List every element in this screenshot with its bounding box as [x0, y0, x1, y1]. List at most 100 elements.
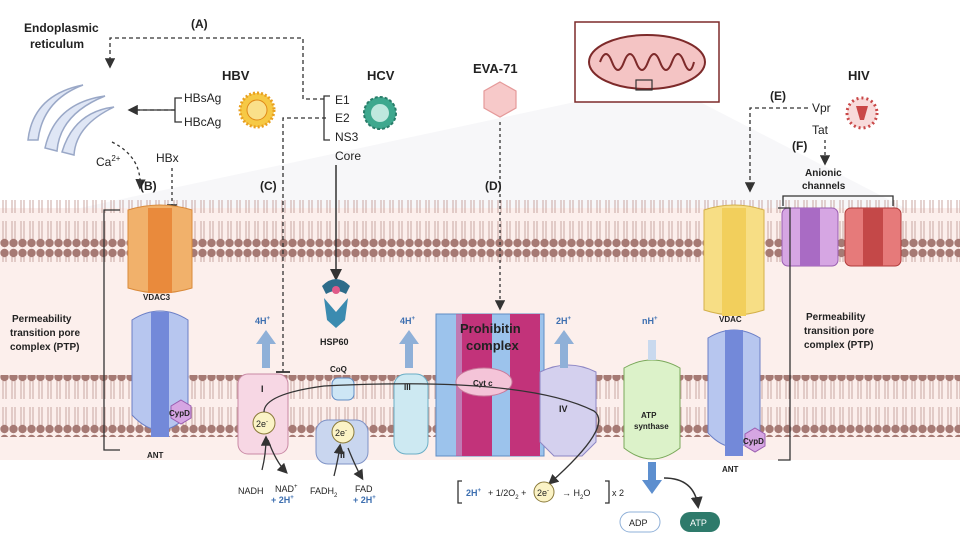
ptp-right-bracket [778, 207, 791, 461]
cypd-right-icon [744, 427, 766, 453]
ant-right-label: ANT [722, 465, 739, 474]
coq-shape [331, 377, 355, 401]
hbcag-label: HBcAg [184, 115, 221, 129]
er-label-line2: reticulum [30, 37, 84, 51]
fad-2h-label: + 2H+ [353, 495, 376, 505]
hbv-name: HBV [222, 68, 250, 83]
vdac-channel [703, 204, 765, 316]
adp-pill [619, 511, 661, 533]
ant-right-channel [707, 329, 761, 456]
nadh-arrow [260, 435, 272, 471]
anionic-channel-red [844, 207, 902, 267]
eq-o2: + 1/2O2 + [488, 488, 526, 501]
anionic-label-line1: Anionic [805, 168, 842, 179]
atp-synthase-line2: synthase [634, 422, 669, 431]
ns3-label: NS3 [335, 130, 359, 144]
prohibitin-label-line2: complex [466, 338, 520, 353]
pathway-e-arrow [744, 107, 808, 193]
electron-i-label: 2e- [256, 419, 268, 429]
proton-label-iv: 2H+ [556, 316, 572, 326]
pathway-e-label: (E) [770, 89, 786, 103]
eq-2h: 2H+ [466, 488, 482, 498]
endoplasmic-reticulum-icon [27, 84, 115, 156]
vpr-label: Vpr [812, 101, 831, 115]
complex-iii [393, 373, 429, 455]
cristae-icon [599, 53, 695, 71]
hsp60-protein [322, 279, 350, 328]
proton-inflow-top [648, 340, 656, 360]
ptp-right-line1: Permeability [806, 312, 866, 323]
vdac3-channel [127, 204, 193, 294]
adp-to-atp-arrow [663, 477, 703, 509]
nad-arrow [267, 439, 288, 474]
electron-flow-line [263, 383, 600, 485]
fad-label: FAD [355, 484, 373, 494]
pathway-c-line [282, 117, 326, 372]
adp-label: ADP [629, 518, 648, 528]
atp-synthase-line1: ATP [641, 411, 657, 420]
cypd-left-icon [170, 399, 192, 425]
equation-bracket-right [605, 480, 610, 504]
anionic-channel-purple [781, 207, 839, 267]
proton-arrow-i [256, 330, 276, 368]
e1-label: E1 [335, 93, 350, 107]
proton-arrow-iii [399, 330, 419, 368]
complex-iv-label: IV [559, 404, 568, 414]
proton-label-i: 4H+ [255, 316, 271, 326]
hbx-label: HBx [156, 151, 179, 165]
proton-arrow-iv [554, 330, 574, 368]
nadh-label: NADH [238, 486, 264, 496]
fadh2-label: FADH2 [310, 486, 338, 499]
hcv-name: HCV [367, 68, 395, 83]
eq-water: → H2O [562, 488, 590, 501]
complex-iv [539, 364, 597, 457]
electron-eq-label: 2e- [537, 488, 549, 498]
eq-times2: x 2 [612, 488, 624, 498]
pathway-d-label: (D) [485, 179, 502, 193]
fadh2-arrow [333, 443, 345, 477]
calcium-arrow [111, 141, 146, 190]
proton-label-atp: nH+ [642, 316, 658, 326]
electron-ii-label: 2e- [335, 428, 347, 438]
ptp-right-line2: transition pore [804, 326, 874, 337]
pathway-f-label: (F) [792, 139, 807, 153]
nad-label: NAD+ [275, 484, 298, 494]
eva71-name: EVA-71 [473, 61, 518, 76]
ptp-left-line3: complex (PTP) [10, 342, 79, 353]
atp-synthase [623, 359, 681, 460]
e2-label: E2 [335, 111, 350, 125]
proton-label-iii: 4H+ [400, 316, 416, 326]
hbv-virus-icon [238, 91, 276, 129]
coq-label: CoQ [330, 365, 347, 374]
hbsag-label: HBsAg [184, 91, 221, 105]
zoom-box [635, 79, 653, 91]
prohibitin-label-line1: Prohibitin [460, 321, 521, 336]
proton-arrow-atp [642, 462, 662, 494]
ptp-left-line1: Permeability [12, 314, 72, 325]
calcium-label: Ca2+ [96, 154, 121, 169]
complex-i-label: I [261, 384, 264, 394]
anionic-bracket [782, 195, 894, 206]
hcv-virus-icon [363, 96, 397, 130]
electron-eq-icon [533, 481, 555, 503]
hsp60-label: HSP60 [320, 337, 349, 347]
atp-pill [680, 512, 720, 532]
atp-label: ATP [690, 518, 707, 528]
equation-bracket-left [457, 480, 462, 504]
pathway-a-arrow [104, 37, 304, 99]
pathway-c-label: (C) [260, 179, 277, 193]
cypd-right-label: CypD [743, 437, 764, 446]
vdac-label: VDAC [719, 315, 742, 324]
zoom-wedge [80, 102, 905, 208]
electron-ii-icon [331, 420, 355, 444]
anionic-label-line2: channels [802, 181, 846, 192]
pathway-a-label: (A) [191, 17, 208, 31]
hiv-virus-icon [845, 96, 879, 130]
complex-iii-label: III [404, 383, 411, 392]
eva71-virus-icon [483, 81, 517, 118]
pathway-b-label: (B) [140, 179, 157, 193]
core-label: Core [335, 149, 361, 163]
ant-left-channel [131, 310, 189, 437]
